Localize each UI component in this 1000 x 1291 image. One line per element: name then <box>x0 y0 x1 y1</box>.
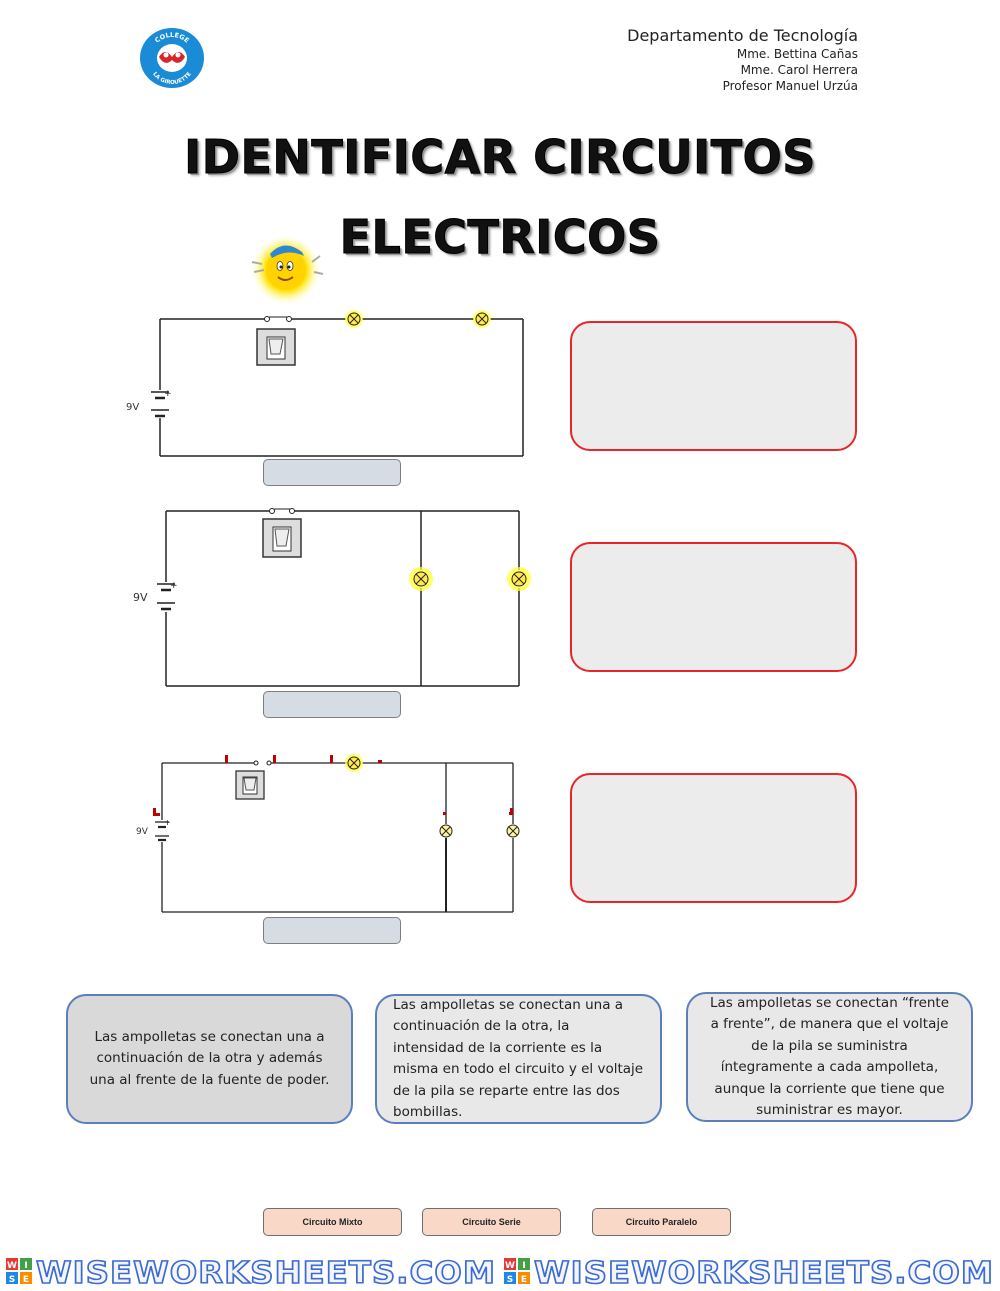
lamp-icon <box>345 310 363 328</box>
svg-text:+: + <box>164 818 171 827</box>
answer-box-2[interactable] <box>570 542 857 672</box>
battery-voltage-label: 9V <box>136 827 149 837</box>
svg-text:I: I <box>24 1261 27 1271</box>
svg-text:I: I <box>522 1261 525 1271</box>
description-text: Las ampolletas se conectan “frente a fre… <box>709 994 950 1119</box>
page-title-line-1: IDENTIFICAR CIRCUITOS <box>184 130 816 185</box>
description-text: Las ampolletas se conectan una a continu… <box>393 996 644 1121</box>
teacher-name: Mme. Bettina Cañas <box>736 47 858 61</box>
battery-icon: + <box>151 389 172 418</box>
wise-badge-icon: W I S E <box>504 1258 530 1285</box>
option-circuito-paralelo[interactable]: Circuito Paralelo <box>592 1208 731 1236</box>
svg-text:E: E <box>23 1275 29 1285</box>
battery-voltage-label: 9V <box>133 591 148 604</box>
switch-icon <box>235 760 272 800</box>
department-header: Departamento de Tecnología Mme. Bettina … <box>627 26 858 94</box>
department-name: Departamento de Tecnología <box>627 26 858 45</box>
sun-mascot-image <box>251 236 324 304</box>
watermark-text: WISEWORKSHEETS.COM <box>534 1256 994 1291</box>
answer-drop-slot-2[interactable] <box>263 691 401 718</box>
switch-icon <box>262 508 302 558</box>
answer-drop-slot-3[interactable] <box>263 917 401 944</box>
watermark-text: WISEWORKSHEETS.COM <box>36 1256 496 1291</box>
battery-icon: + <box>155 818 171 842</box>
answer-box-1[interactable] <box>570 321 857 451</box>
wise-badge-icon: W I S E <box>6 1258 32 1285</box>
answer-drop-slot-1[interactable] <box>263 459 401 486</box>
svg-text:S: S <box>9 1275 15 1285</box>
svg-text:W: W <box>505 1261 515 1271</box>
battery-icon: + <box>157 581 178 611</box>
teacher-name: Profesor Manuel Urzúa <box>722 79 858 93</box>
svg-text:COLLEGE: COLLEGE <box>153 31 190 45</box>
svg-text:S: S <box>507 1275 513 1285</box>
page-title-line-2: ELECTRICOS <box>339 210 661 265</box>
description-card-3[interactable]: Las ampolletas se conectan “frente a fre… <box>686 992 973 1122</box>
option-circuito-serie[interactable]: Circuito Serie <box>422 1208 561 1236</box>
answer-box-3[interactable] <box>570 773 857 903</box>
lamp-icon <box>473 310 491 328</box>
connector-markers <box>153 755 513 816</box>
lamp-icon <box>345 754 363 772</box>
svg-text:+: + <box>170 581 178 591</box>
lamp-icon <box>439 824 453 838</box>
lamp-icon <box>409 567 433 591</box>
switch-icon <box>256 316 296 366</box>
logo-text-top: COLLEGE <box>153 31 190 45</box>
svg-text:+: + <box>164 389 172 399</box>
lamp-icon <box>507 567 531 591</box>
lamp-icon <box>506 824 520 838</box>
description-text: Las ampolletas se conectan una a continu… <box>89 1028 330 1088</box>
footer-watermark: W I S E WISEWORKSHEETS.COM W I S E WISEW… <box>6 1255 994 1291</box>
college-logo: COLLEGE LA GIROUETTE <box>140 28 204 88</box>
option-circuito-mixto[interactable]: Circuito Mixto <box>263 1208 402 1236</box>
svg-text:W: W <box>7 1261 17 1271</box>
teacher-name: Mme. Carol Herrera <box>740 63 858 77</box>
circuit-diagram-2: + 9V <box>133 508 531 687</box>
circuit-diagram-3: + 9V <box>136 754 520 913</box>
battery-voltage-label: 9V <box>126 402 139 413</box>
svg-text:E: E <box>521 1275 527 1285</box>
description-card-1[interactable]: Las ampolletas se conectan una a continu… <box>66 994 353 1124</box>
description-card-2[interactable]: Las ampolletas se conectan una a continu… <box>375 994 662 1124</box>
circuit-diagram-1: + 9V <box>126 310 524 457</box>
